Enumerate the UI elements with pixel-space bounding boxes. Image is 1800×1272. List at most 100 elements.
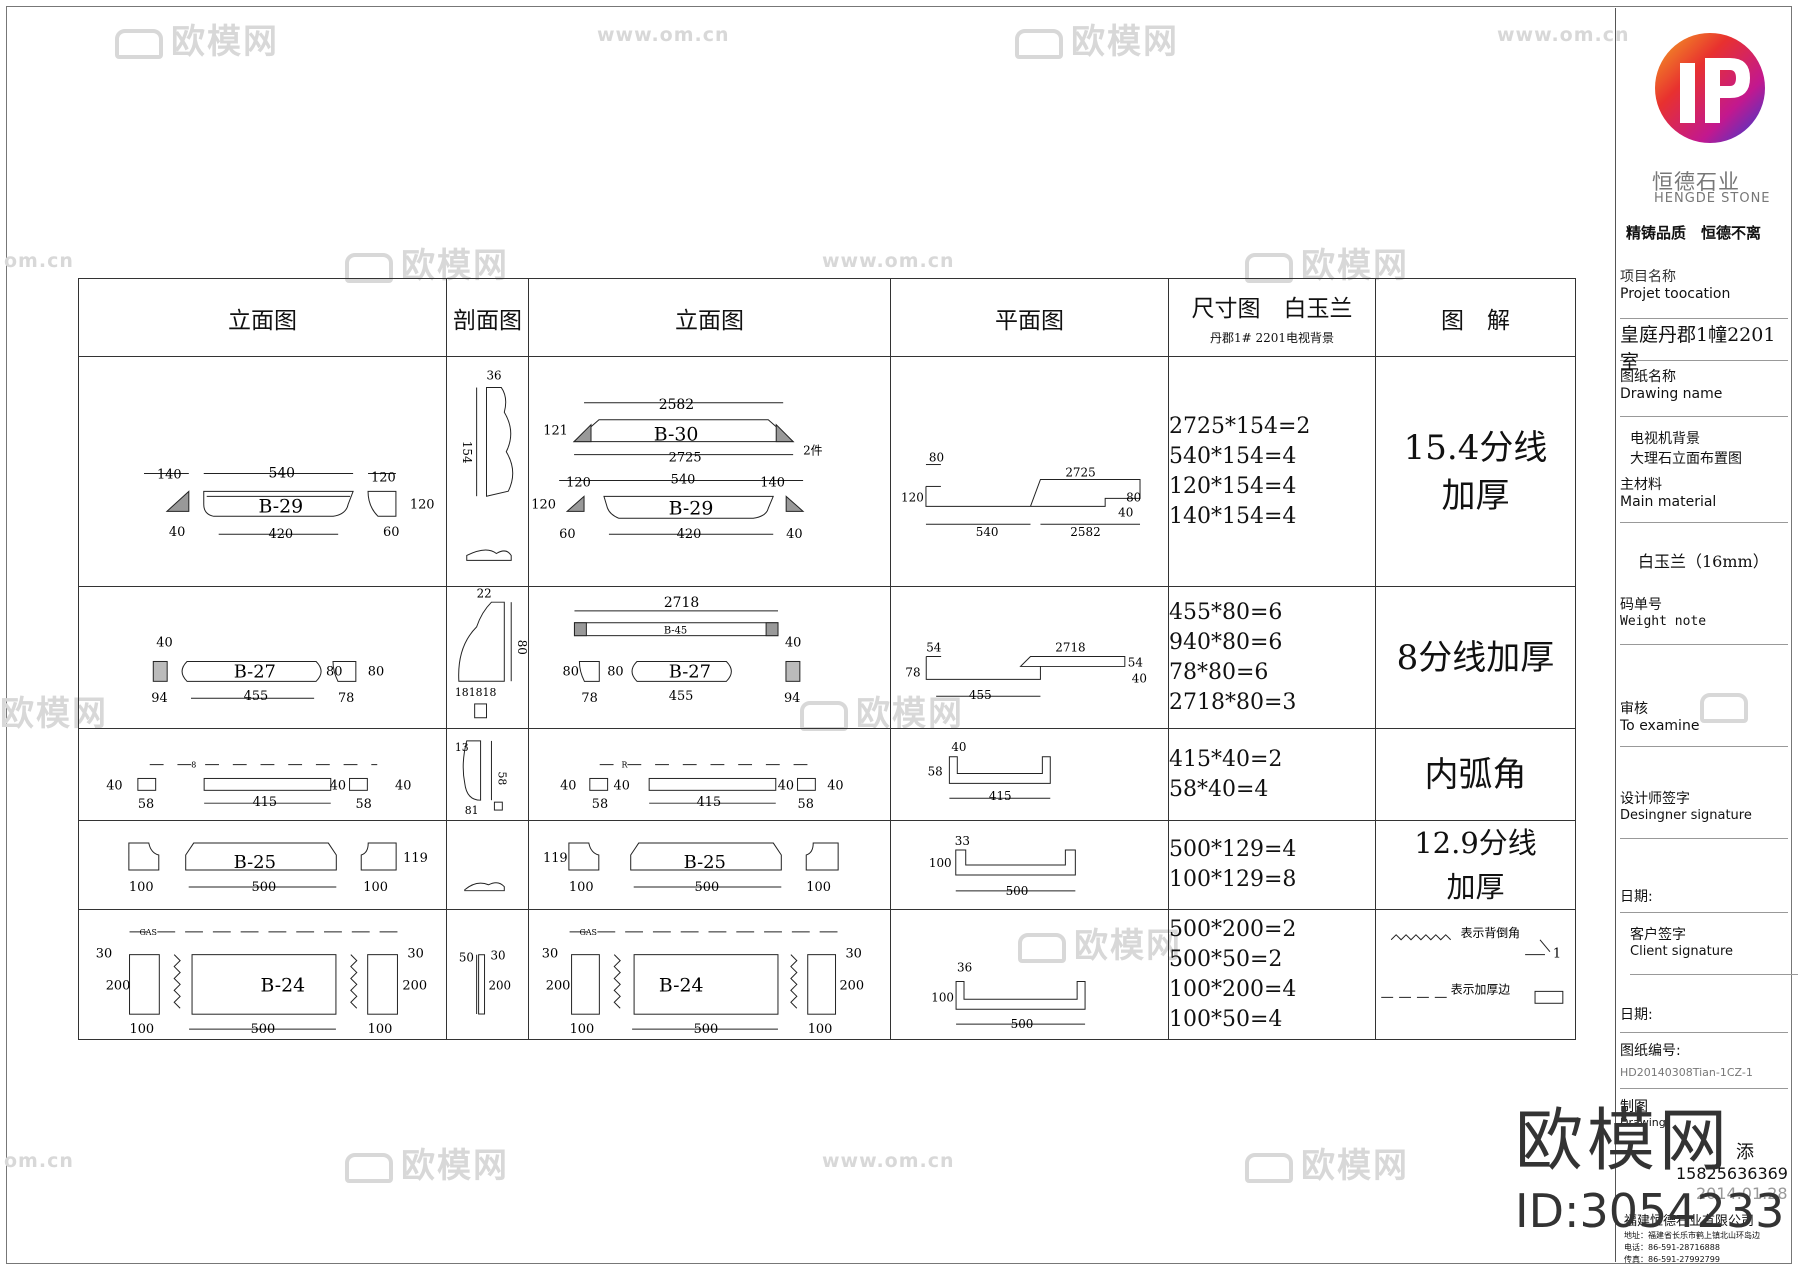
section-b25-drawing <box>464 882 505 892</box>
dimension-item: 2725*154=2 <box>1169 413 1311 439</box>
legend-symbol-drawing: 表示背倒角 表示加厚边 1 <box>1381 926 1564 1004</box>
dim-label: 415 <box>697 795 722 810</box>
dimension-list: 455*80=6 940*80=6 78*80=6 2718*80=3 <box>1168 586 1376 729</box>
dim-label: R <box>621 761 628 770</box>
dim-label: 40 <box>778 778 794 793</box>
dim-label: 40 <box>156 636 172 651</box>
dim-label: 80 <box>607 664 623 679</box>
dimension-item: 540*154=4 <box>1169 443 1297 469</box>
field-label-en: Weight note <box>1620 614 1707 629</box>
table-row: 140 540 120 120 40 420 60 B-29 36 154 <box>78 356 1576 587</box>
dim-label: 40 <box>785 636 801 651</box>
dim-label: 30 <box>96 947 112 962</box>
part-label: B-25 <box>234 852 276 873</box>
dim-label: 100 <box>368 1022 393 1037</box>
dim-label: 40 <box>786 527 802 542</box>
dim-label: 500 <box>1011 1017 1034 1031</box>
dim-label: 40 <box>560 778 576 793</box>
plan-drawing-row1: 80 2725 120 80 40 540 2582 <box>901 451 1141 540</box>
dim-label: 500 <box>252 880 277 895</box>
dim-label: 120 <box>566 475 591 490</box>
dim-label: 540 <box>268 465 295 481</box>
dim-label: 100 <box>929 856 952 870</box>
field-weight-note: 码单号 Weight note <box>1620 594 1788 645</box>
dim-label: 18 <box>455 686 469 699</box>
dimension-list: 2725*154=2 540*154=4 120*154=4 140*154=4 <box>1168 356 1376 587</box>
elevation-drawing: 40 40 40 58 415 58 8 <box>78 728 447 821</box>
field-designer-signature: 设计师签字 Desingner signature <box>1620 788 1788 839</box>
dim-label: 54 <box>926 641 941 655</box>
dim-label: 2725 <box>669 451 702 466</box>
svg-text:1: 1 <box>1553 947 1561 962</box>
dim-label: 18 <box>483 686 497 699</box>
field-date: 日期: <box>1620 886 1788 913</box>
dim-label: 40 <box>614 778 630 793</box>
dimension-item: 500*129=4 <box>1169 837 1297 862</box>
field-value: 电视机背景 <box>1630 431 1700 447</box>
plan-drawing: 80 2725 120 80 40 540 2582 <box>890 356 1169 587</box>
note-line: 8分线加厚 <box>1396 637 1555 678</box>
legend-note: 12.9分线 加厚 <box>1375 820 1576 910</box>
dim-label: 80 <box>1126 490 1141 504</box>
plan-drawing: 36 100 500 <box>890 909 1169 1040</box>
elevation-drawing: 119 100 500 100 B-25 <box>78 820 447 910</box>
header-row: 立面图 剖面图 立面图 平面图 尺寸图 白玉兰丹郡1# 2201电视背景 图 解 <box>78 278 1576 357</box>
dimension-item: 140*154=4 <box>1169 503 1297 529</box>
elevation-b24-drawing: 30 200 100 500 100 30 200 GAS B-24 <box>96 928 427 1037</box>
elevation-drawing: 2718 40 80 80 78 455 94 B-45 B-27 <box>528 586 891 729</box>
field-examine: 审核 To examine <box>1620 698 1788 747</box>
dim-label: 58 <box>495 772 508 786</box>
project-subtitle: 丹郡1# 2201电视背景 <box>1209 331 1335 345</box>
section-drawing <box>446 820 529 910</box>
field-label: 制图 <box>1620 1099 1648 1115</box>
dim-label: 121 <box>543 424 568 439</box>
elevation-drawing: 40 40 40 40 58 415 58 R <box>528 728 891 821</box>
dim-label: 100 <box>129 880 154 895</box>
dim-label: 78 <box>338 691 354 706</box>
section-drawing: 13 58 81 <box>446 728 529 821</box>
dim-label: 58 <box>928 764 943 778</box>
field-label: 项目名称 <box>1620 269 1676 285</box>
note-line: 15.4分线 <box>1403 427 1548 468</box>
field-drawing-value: 电视机背景 大理石立面布置图 <box>1630 428 1798 472</box>
plan-drawing: 33 100 500 <box>890 820 1169 910</box>
field-value: HD20140308Tian-1CZ-1 <box>1620 1066 1753 1079</box>
dim-label: 80 <box>515 640 528 655</box>
field-label: 图纸编号: <box>1620 1043 1681 1059</box>
field-label: 码单号 <box>1620 597 1662 613</box>
dim-label: 36 <box>957 961 972 975</box>
dimension-item: 78*80=6 <box>1169 659 1269 685</box>
dim-label: 200 <box>106 978 131 993</box>
elevation-arc-drawing: 40 40 40 40 58 415 58 R <box>560 761 843 813</box>
dim-label: 40 <box>106 778 122 793</box>
dim-label: 415 <box>989 789 1012 803</box>
dim-label: 40 <box>169 525 185 540</box>
dim-label: 30 <box>845 947 861 962</box>
field-label-en: Drawing name <box>1620 386 1723 402</box>
part-label: B-25 <box>684 852 726 873</box>
dim-label: 80 <box>326 664 342 679</box>
part-label: B-27 <box>669 661 711 682</box>
part-label: B-30 <box>654 424 699 446</box>
field-value: 大理石立面布置图 <box>1630 451 1742 467</box>
dimension-item: 500*200=2 <box>1169 916 1297 942</box>
dim-label: 2582 <box>1070 525 1100 539</box>
table-row: 119 100 500 100 B-25 119 100 <box>78 820 1576 910</box>
dim-label: 500 <box>1006 884 1029 898</box>
field-label-en: To examine <box>1620 718 1700 734</box>
dim-label: 30 <box>542 947 558 962</box>
dim-label: 455 <box>969 688 992 702</box>
dim-label: 40 <box>330 778 346 793</box>
dim-label: 40 <box>395 778 411 793</box>
field-label-en: Drawing <box>1620 1116 1666 1129</box>
part-label: B-29 <box>669 497 714 519</box>
drawing-frame <box>6 6 1792 1264</box>
elevation-arc-drawing: 40 40 40 58 415 58 8 <box>106 761 411 813</box>
field-client-signature: 客户签字 Client signature <box>1630 924 1798 975</box>
phone-number: 15825636369 <box>1676 1164 1788 1183</box>
dimension-list: 500*200=2 500*50=2 100*200=4 100*50=4 <box>1168 909 1376 1040</box>
dim-label: 60 <box>559 527 575 542</box>
dim-label: 100 <box>130 1022 155 1037</box>
elevation-b30-drawing: 2582 121 2725 120 540 140 120 60 420 40 … <box>531 397 822 542</box>
field-label-en: Projet toocation <box>1620 286 1731 302</box>
